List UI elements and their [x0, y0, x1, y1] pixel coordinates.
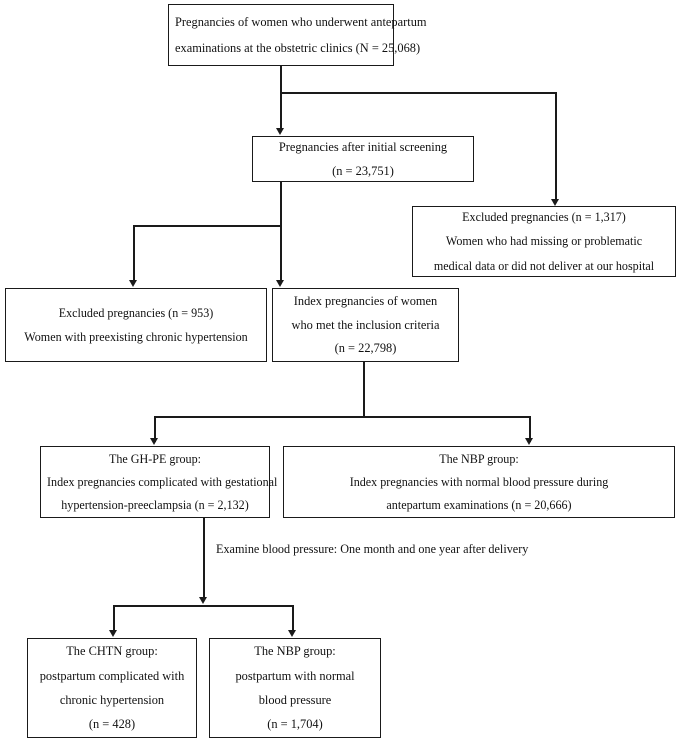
- arrowhead-to-ghpe: [150, 438, 158, 445]
- node-nbp-group-line-3: antepartum examinations (n = 20,666): [386, 498, 572, 513]
- node-chtn-postpartum: The CHTN group: postpartum complicated w…: [27, 638, 197, 738]
- node-cohort: Pregnancies of women who underwent antep…: [168, 4, 427, 66]
- node-nbp-group-line-1: The NBP group:: [439, 451, 519, 466]
- node-excluded-missing-line-1: Excluded pregnancies (n = 1,317): [462, 210, 626, 225]
- connector-followup-split: [113, 605, 293, 607]
- connector-index-split: [154, 416, 530, 418]
- node-nbp-group: The NBP group: Index pregnancies with no…: [283, 446, 675, 518]
- node-ghpe-group-line-3: hypertension-preeclampsia (n = 2,132): [61, 498, 249, 513]
- arrowhead-to-index-pregnancies: [276, 280, 284, 287]
- arrowhead-to-after-screening: [276, 128, 284, 135]
- connector-cohort-to-screening: [280, 92, 282, 130]
- connector-screening-branch-left: [133, 225, 281, 227]
- node-ghpe-group: The GH-PE group: Index pregnancies compl…: [40, 446, 278, 518]
- node-ghpe-group-line-2: Index pregnancies complicated with gesta…: [47, 474, 278, 489]
- connector-to-chtn-postpartum: [113, 605, 115, 633]
- connector-index-stem: [363, 362, 365, 418]
- arrowhead-to-chtn-postpartum: [109, 630, 117, 637]
- node-excluded-missing-line-2: Women who had missing or problematic: [445, 234, 643, 249]
- arrowhead-to-nbp: [525, 438, 533, 445]
- arrowhead-to-nbp-postpartum: [288, 630, 296, 637]
- connector-to-ghpe: [154, 416, 156, 442]
- node-index-pregnancies-line-3: (n = 22,798): [334, 341, 397, 356]
- node-chtn-postpartum-line-3: chronic hypertension: [59, 693, 165, 707]
- node-chtn-postpartum-line-4: (n = 428): [88, 717, 136, 732]
- connector-to-excluded-missing: [555, 92, 557, 202]
- node-nbp-postpartum-line-1: The NBP group:: [254, 644, 336, 659]
- caption-examine-bp: Examine blood pressure: One month and on…: [216, 542, 529, 556]
- arrowhead-ghpe-followup: [199, 597, 207, 604]
- connector-to-nbp: [529, 416, 531, 442]
- node-after-screening-line-1: Pregnancies after initial screening: [278, 139, 448, 154]
- node-excluded-chtn: Excluded pregnancies (n = 953) Women wit…: [5, 288, 267, 362]
- node-index-pregnancies-line-1: Index pregnancies of women: [293, 294, 438, 309]
- connector-cohort-stem: [280, 66, 282, 93]
- node-excluded-missing-line-3: medical data or did not deliver at our h…: [433, 258, 655, 273]
- node-after-screening-line-2: (n = 23,751): [332, 164, 394, 178]
- node-index-pregnancies: Index pregnancies of women who met the i…: [272, 288, 459, 362]
- connector-to-excluded-chtn: [133, 225, 135, 282]
- connector-cohort-branch-right: [280, 92, 556, 94]
- node-nbp-postpartum: The NBP group: postpartum with normal bl…: [209, 638, 381, 738]
- node-index-pregnancies-line-2: who met the inclusion criteria: [291, 317, 440, 332]
- node-cohort-line-1: Pregnancies of women who underwent antep…: [175, 14, 427, 29]
- node-chtn-postpartum-line-2: postpartum complicated with: [39, 668, 185, 683]
- node-excluded-chtn-line-1: Excluded pregnancies (n = 953): [58, 305, 214, 320]
- arrowhead-to-excluded-missing: [551, 199, 559, 206]
- node-nbp-postpartum-line-3: blood pressure: [258, 693, 332, 707]
- node-nbp-postpartum-line-2: postpartum with normal: [235, 668, 355, 683]
- connector-to-nbp-postpartum: [292, 605, 294, 633]
- node-nbp-postpartum-line-4: (n = 1,704): [267, 717, 323, 732]
- connector-screening-stem: [280, 182, 282, 227]
- node-nbp-group-line-2: Index pregnancies with normal blood pres…: [349, 474, 609, 489]
- node-ghpe-group-line-1: The GH-PE group:: [108, 451, 202, 466]
- connector-ghpe-stem: [203, 518, 205, 600]
- node-excluded-chtn-line-2: Women with preexisting chronic hypertens…: [24, 330, 248, 344]
- node-excluded-missing: Excluded pregnancies (n = 1,317) Women w…: [412, 206, 676, 277]
- arrowhead-to-excluded-chtn: [129, 280, 137, 287]
- node-cohort-line-2: examinations at the obstetric clinics (N…: [175, 41, 421, 55]
- node-after-screening: Pregnancies after initial screening (n =…: [252, 136, 474, 182]
- node-chtn-postpartum-line-1: The CHTN group:: [66, 644, 158, 659]
- connector-screening-to-index: [280, 225, 282, 282]
